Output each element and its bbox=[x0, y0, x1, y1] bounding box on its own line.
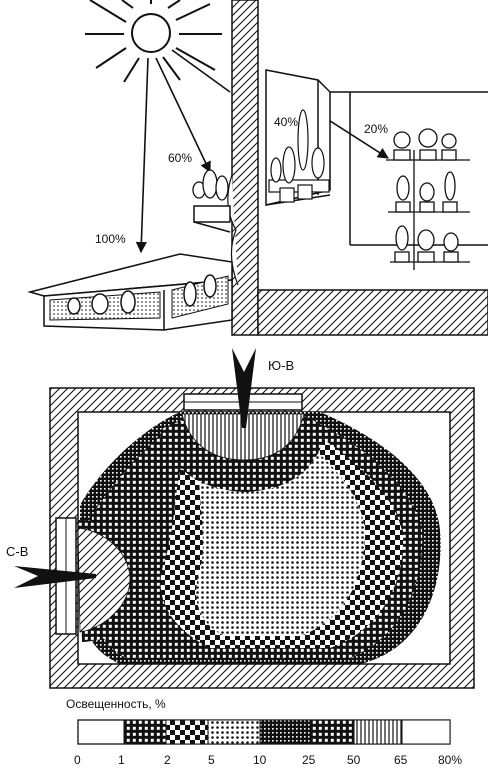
legend-swatch-1-2 bbox=[123, 719, 167, 745]
arrow-north-east bbox=[14, 566, 96, 588]
legend-swatch-2-5 bbox=[165, 719, 209, 745]
legend-tick: 1 bbox=[118, 753, 125, 767]
exterior-wall bbox=[227, 0, 259, 336]
legend-tick: 5 bbox=[208, 753, 215, 767]
legend-swatch-50-65 bbox=[353, 719, 403, 745]
outdoor-window-box bbox=[192, 169, 231, 233]
label-40-percent: 40% bbox=[274, 115, 298, 129]
cold-frame-greenhouse bbox=[27, 253, 233, 331]
legend-swatch-5-10 bbox=[207, 719, 261, 745]
direction-label-top: Ю-В bbox=[268, 358, 294, 373]
legend-tick: 65 bbox=[394, 753, 408, 767]
label-100-percent: 100% bbox=[95, 232, 126, 246]
top-illustration: 100% 60% 40% 20% bbox=[27, 0, 488, 336]
sun-icon bbox=[85, 0, 222, 83]
legend-tick: 25 bbox=[302, 753, 316, 767]
zone-brightest-left bbox=[77, 527, 131, 633]
legend-tick: 50 bbox=[347, 753, 361, 767]
label-20-percent: 20% bbox=[364, 122, 388, 136]
label-60-percent: 60% bbox=[168, 151, 192, 165]
legend: Освещенность, % 0 1 2 5 10 25 50 65 80% bbox=[66, 697, 462, 767]
legend-ticks: 0 1 2 5 10 25 50 65 80% bbox=[74, 753, 462, 767]
legend-tick: 0 bbox=[74, 753, 81, 767]
direction-label-left: С-В bbox=[6, 544, 28, 559]
legend-swatch-65-80 bbox=[401, 719, 451, 745]
legend-tick: 80% bbox=[438, 753, 462, 767]
legend-tick: 2 bbox=[164, 753, 171, 767]
indoor-windowsill-plants bbox=[268, 109, 330, 203]
legend-swatch-25-50 bbox=[309, 719, 355, 745]
legend-swatch-10-25 bbox=[259, 719, 311, 745]
legend-title: Освещенность, % bbox=[66, 697, 166, 711]
zone-brightest-top bbox=[181, 413, 305, 461]
plant-shelf-unit bbox=[386, 128, 470, 270]
legend-tick: 10 bbox=[253, 753, 267, 767]
floor-plan: Ю-В С-В bbox=[6, 348, 475, 689]
arrow-south-east bbox=[232, 348, 256, 428]
